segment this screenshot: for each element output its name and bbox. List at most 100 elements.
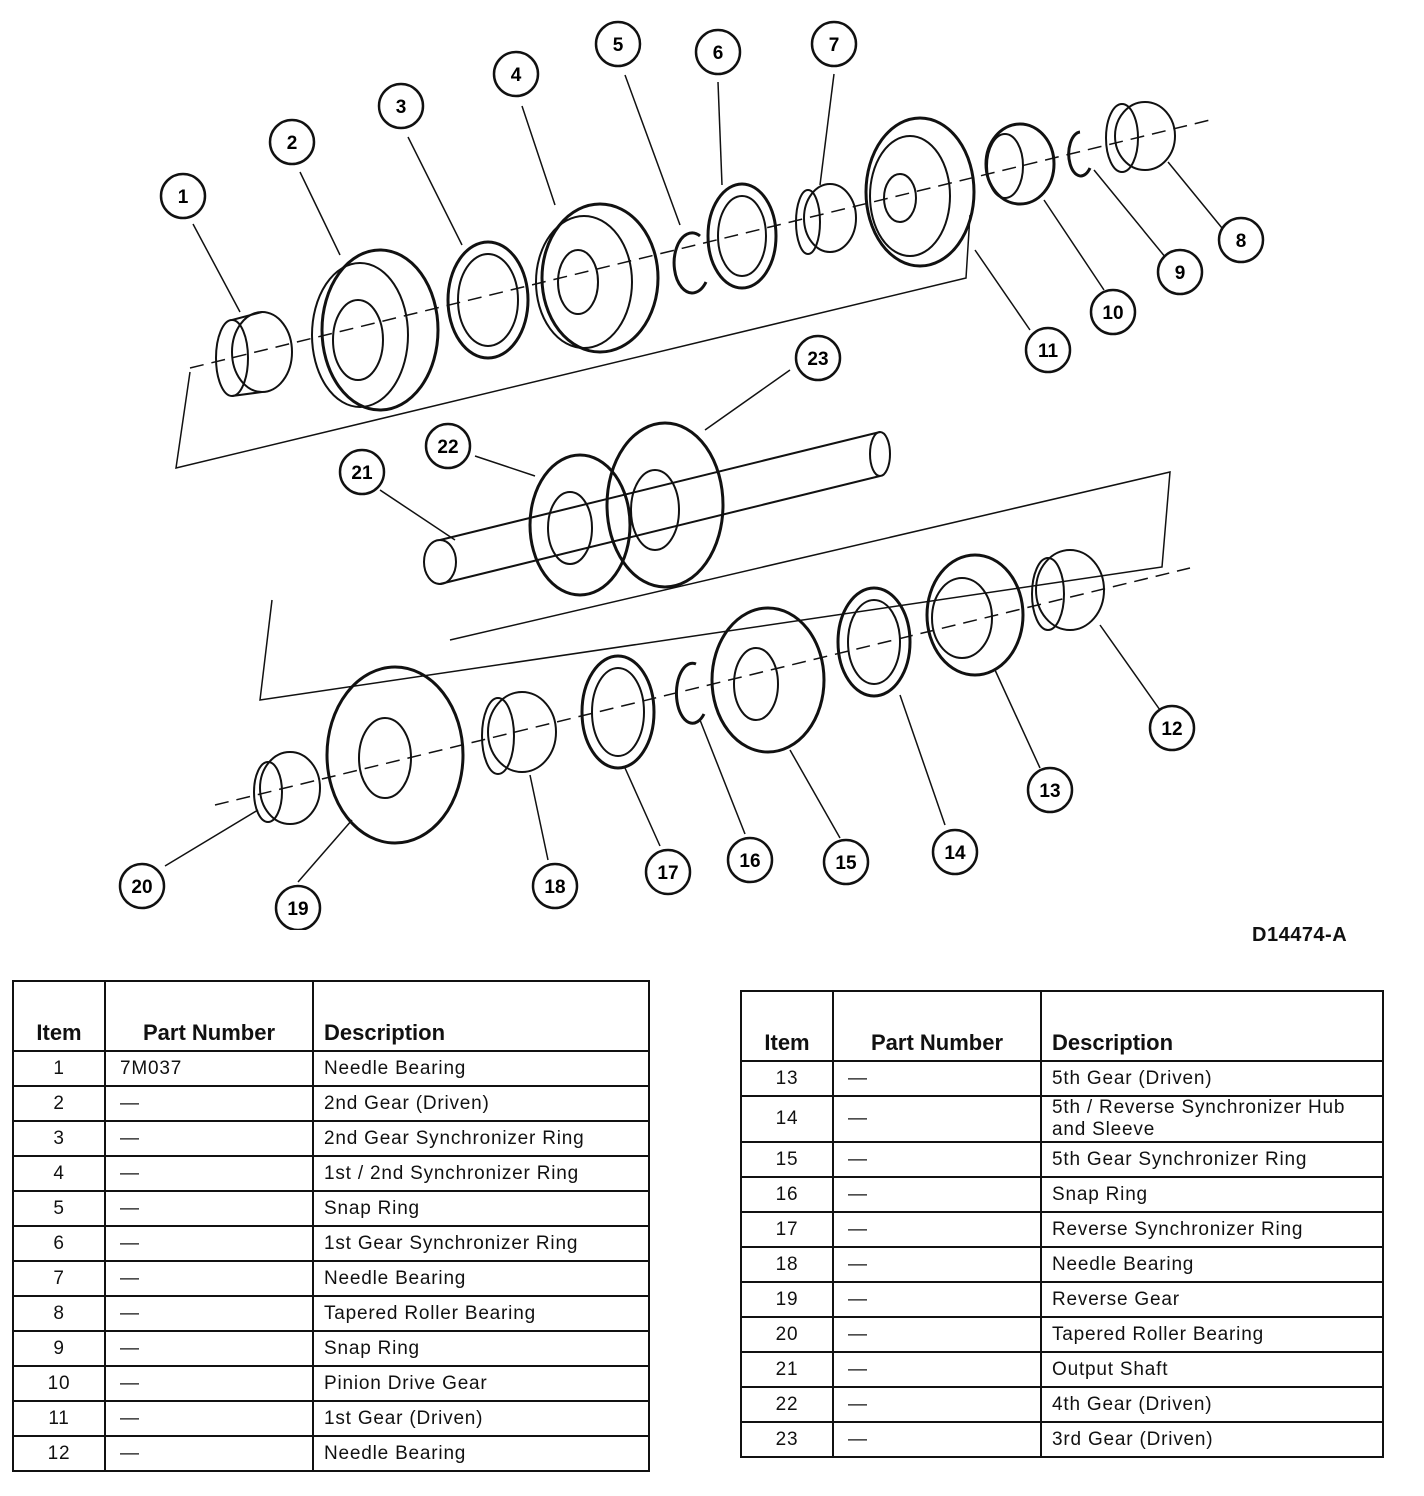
part-5-snap-ring bbox=[672, 231, 708, 295]
row-item: 17 bbox=[740, 1211, 834, 1248]
table-row: 11—1st Gear (Driven) bbox=[12, 1400, 650, 1437]
table-row: 17—Reverse Synchronizer Ring bbox=[740, 1211, 1384, 1248]
table-row: 10—Pinion Drive Gear bbox=[12, 1365, 650, 1402]
part-17-sync-ring bbox=[580, 654, 656, 770]
callout-8: 8 bbox=[1217, 216, 1265, 264]
row-part-number: — bbox=[832, 1316, 1042, 1353]
row-part-number: — bbox=[832, 1211, 1042, 1248]
table-row: 4—1st / 2nd Synchronizer Ring bbox=[12, 1155, 650, 1192]
row-part-number: — bbox=[832, 1141, 1042, 1178]
row-description: 3rd Gear (Driven) bbox=[1040, 1421, 1384, 1458]
callout-number: 2 bbox=[287, 133, 298, 154]
row-item: 22 bbox=[740, 1386, 834, 1423]
callout-14: 14 bbox=[931, 828, 979, 876]
callout-21: 21 bbox=[338, 448, 386, 496]
callout-6: 6 bbox=[694, 28, 742, 76]
row-description: Output Shaft bbox=[1040, 1351, 1384, 1388]
row-item: 3 bbox=[12, 1120, 106, 1157]
part-22-gear bbox=[528, 453, 632, 597]
table-row: 23—3rd Gear (Driven) bbox=[740, 1421, 1384, 1458]
part-21-output-shaft bbox=[423, 431, 891, 585]
part-7-needle-bearing bbox=[795, 183, 857, 255]
table-row: 22—4th Gear (Driven) bbox=[740, 1386, 1384, 1423]
row-part-number: — bbox=[104, 1190, 314, 1227]
table-row: 12—Needle Bearing bbox=[12, 1435, 650, 1472]
part-2-gear bbox=[311, 248, 440, 412]
part-10-pinion-gear bbox=[984, 122, 1056, 206]
table-row: 5—Snap Ring bbox=[12, 1190, 650, 1227]
callout-2: 2 bbox=[268, 118, 316, 166]
row-part-number: — bbox=[832, 1176, 1042, 1213]
table-row: 7—Needle Bearing bbox=[12, 1260, 650, 1297]
callout-18: 18 bbox=[531, 862, 579, 910]
part-19-reverse-gear bbox=[325, 665, 465, 845]
callout-number: 21 bbox=[351, 463, 373, 484]
row-item: 9 bbox=[12, 1330, 106, 1367]
row-description: Needle Bearing bbox=[312, 1435, 650, 1472]
row-item: 12 bbox=[12, 1435, 106, 1472]
row-description: Snap Ring bbox=[312, 1330, 650, 1367]
row-description: 1st Gear (Driven) bbox=[312, 1400, 650, 1437]
figure-id-label: D14474-A bbox=[1252, 924, 1348, 946]
row-item: 10 bbox=[12, 1365, 106, 1402]
table-row: 13—5th Gear (Driven) bbox=[740, 1060, 1384, 1097]
callout-number: 19 bbox=[287, 899, 308, 920]
callout-number: 6 bbox=[713, 43, 724, 64]
row-description: Pinion Drive Gear bbox=[312, 1365, 650, 1402]
header-description: Description bbox=[312, 980, 650, 1052]
row-item: 16 bbox=[740, 1176, 834, 1213]
row-item: 1 bbox=[12, 1050, 106, 1087]
row-part-number: — bbox=[832, 1060, 1042, 1097]
callout-number: 7 bbox=[829, 35, 840, 56]
row-part-number: — bbox=[104, 1155, 314, 1192]
table-row: 6—1st Gear Synchronizer Ring bbox=[12, 1225, 650, 1262]
callout-12: 12 bbox=[1148, 704, 1196, 752]
callout-7: 7 bbox=[810, 20, 858, 68]
row-part-number: — bbox=[832, 1246, 1042, 1283]
row-part-number: — bbox=[832, 1421, 1042, 1458]
table-header-row: Item Part Number Description bbox=[12, 980, 650, 1052]
row-item: 7 bbox=[12, 1260, 106, 1297]
row-part-number: — bbox=[104, 1085, 314, 1122]
part-11-gear bbox=[864, 116, 976, 268]
row-description: Snap Ring bbox=[1040, 1176, 1384, 1213]
callout-9: 9 bbox=[1156, 248, 1204, 296]
callout-17: 17 bbox=[644, 848, 692, 896]
callout-22: 22 bbox=[424, 422, 472, 470]
callout-number: 11 bbox=[1038, 341, 1059, 362]
table-row: 19—Reverse Gear bbox=[740, 1281, 1384, 1318]
table-row: 21—Output Shaft bbox=[740, 1351, 1384, 1388]
row-part-number: — bbox=[832, 1351, 1042, 1388]
callout-number: 12 bbox=[1161, 719, 1182, 740]
callout-11: 11 bbox=[1024, 326, 1072, 374]
row-description: 2nd Gear (Driven) bbox=[312, 1085, 650, 1122]
row-description: Reverse Synchronizer Ring bbox=[1040, 1211, 1384, 1248]
row-part-number: — bbox=[104, 1330, 314, 1367]
table-row: 3—2nd Gear Synchronizer Ring bbox=[12, 1120, 650, 1157]
callout-number: 23 bbox=[807, 349, 828, 370]
callout-5: 5 bbox=[594, 20, 642, 68]
part-3-sync-ring bbox=[446, 240, 530, 360]
header-part-number: Part Number bbox=[832, 990, 1042, 1062]
part-23-gear bbox=[605, 421, 725, 589]
callout-number: 10 bbox=[1102, 303, 1123, 324]
row-part-number: — bbox=[104, 1225, 314, 1262]
row-part-number: — bbox=[104, 1365, 314, 1402]
part-18-needle-bearing bbox=[481, 691, 557, 775]
row-part-number: — bbox=[104, 1120, 314, 1157]
row-description: 1st / 2nd Synchronizer Ring bbox=[312, 1155, 650, 1192]
header-item: Item bbox=[740, 990, 834, 1062]
callout-number: 16 bbox=[739, 851, 760, 872]
row-item: 4 bbox=[12, 1155, 106, 1192]
callout-number: 3 bbox=[396, 97, 407, 118]
callout-number: 5 bbox=[613, 35, 624, 56]
table-row: 15—5th Gear Synchronizer Ring bbox=[740, 1141, 1384, 1178]
row-description: Tapered Roller Bearing bbox=[312, 1295, 650, 1332]
callout-3: 3 bbox=[377, 82, 425, 130]
callout-23: 23 bbox=[794, 334, 842, 382]
row-description: Tapered Roller Bearing bbox=[1040, 1316, 1384, 1353]
callout-number: 13 bbox=[1039, 781, 1060, 802]
row-item: 11 bbox=[12, 1400, 106, 1437]
part-14-sync-ring bbox=[836, 586, 912, 698]
row-part-number: — bbox=[104, 1260, 314, 1297]
